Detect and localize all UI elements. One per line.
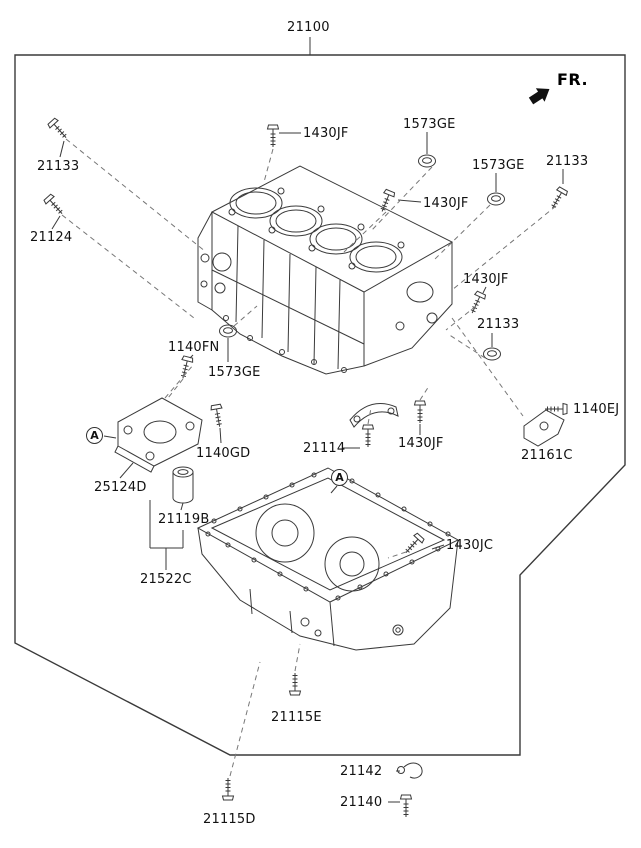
bolt-icon: [289, 672, 301, 696]
bolt-icon: [544, 403, 568, 415]
part-label-21140: 21140: [340, 795, 383, 810]
solid-leader-lines: [51, 37, 564, 803]
part-label-21133-right-mid: 21133: [477, 317, 520, 332]
plug-icon: [483, 347, 501, 361]
bolt-icon: [400, 794, 412, 818]
part-label-21114: 21114: [303, 441, 346, 456]
bolt-icon: [42, 193, 67, 218]
engine-block-drawing: [197, 165, 454, 375]
part-label-1430jf-top: 1430JF: [303, 126, 349, 141]
bolt-icon: [547, 185, 569, 212]
part-label-1430jc: 1430JC: [446, 538, 494, 553]
part-label-25124d: 25124D: [94, 480, 147, 495]
part-label-1573ge-right: 1573GE: [472, 158, 525, 173]
bolt-icon: [376, 188, 396, 215]
view-marker-a-2: A: [331, 469, 348, 486]
part-label-21142: 21142: [340, 764, 383, 779]
part-label-1140ej: 1140EJ: [573, 402, 620, 417]
part-label-21115d: 21115D: [203, 812, 256, 827]
part-label-1430jf-right-upper: 1430JF: [423, 196, 469, 211]
bolt-icon: [209, 403, 226, 429]
part-label-21115e: 21115E: [271, 710, 322, 725]
bolt-icon: [466, 290, 487, 316]
part-label-21124: 21124: [30, 230, 73, 245]
fr-label: FR.: [557, 70, 589, 89]
part-label-1573ge-top: 1573GE: [403, 117, 456, 132]
oil-pan-drawing: [196, 467, 460, 651]
small-parts-drawings: [114, 397, 565, 779]
part-label-1430jf-right-mid: 1430JF: [463, 272, 509, 287]
part-label-21522c: 21522C: [140, 572, 192, 587]
plug-icon: [418, 154, 436, 168]
view-marker-a-1: A: [86, 427, 103, 444]
part-label-21133-top-right: 21133: [546, 154, 589, 169]
diagram-title-part-number: 21100: [287, 20, 330, 35]
bolt-icon: [414, 400, 426, 424]
bolt-icon: [222, 777, 234, 801]
part-label-1140fn: 1140FN: [168, 340, 220, 355]
diagram-border: [14, 54, 626, 756]
part-label-21119b: 21119B: [158, 512, 210, 527]
part-label-21133-top-left: 21133: [37, 159, 80, 174]
plug-icon: [219, 324, 237, 338]
dashed-leader-lines: [61, 138, 557, 777]
plug-icon: [487, 192, 505, 206]
part-label-1573ge-left-mid: 1573GE: [208, 365, 261, 380]
bolt-icon: [362, 424, 374, 448]
part-label-1140gd: 1140GD: [196, 446, 251, 461]
part-label-1430jf-mid: 1430JF: [398, 436, 444, 451]
bolt-icon: [46, 117, 71, 142]
bolt-icon: [267, 124, 279, 148]
part-label-21161c: 21161C: [521, 448, 573, 463]
fr-arrow-icon: [528, 88, 550, 105]
